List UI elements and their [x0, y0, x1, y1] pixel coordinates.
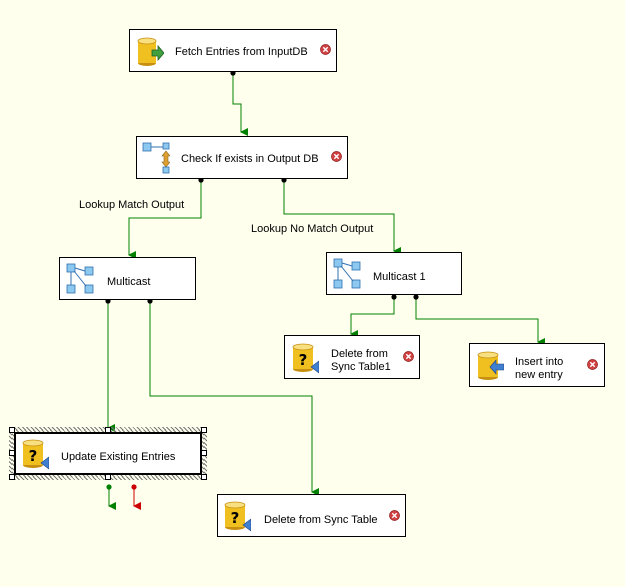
destination-database-icon — [477, 351, 504, 380]
lookup-no-match-output-label: Lookup No Match Output — [251, 223, 374, 235]
success-port[interactable] — [106, 484, 112, 490]
lookup-match-output-label: Lookup Match Output — [79, 199, 185, 211]
multicast-label: Multicast — [107, 276, 151, 288]
check-exists-label: Check If exists in Output DB — [181, 153, 319, 165]
source-database-icon — [137, 37, 164, 66]
error-icon — [331, 151, 342, 162]
multicast-1-label: Multicast 1 — [373, 271, 426, 283]
delete-sync-table-node[interactable]: ? Delete from Sync Table — [217, 494, 406, 537]
check-exists-lookup-node[interactable]: Check If exists in Output DB — [136, 136, 348, 179]
error-icon — [403, 351, 414, 362]
error-icon — [320, 44, 331, 55]
resize-handle[interactable] — [9, 427, 15, 433]
insert-new-entry-label-line2: new entry — [515, 369, 563, 381]
ole-db-command-icon: ? — [22, 439, 49, 470]
svg-text:?: ? — [231, 509, 240, 527]
lookup-transform-icon — [142, 142, 170, 174]
path-multicast1-to-delete-sync1[interactable] — [350, 298, 395, 338]
error-icon — [389, 510, 400, 521]
resize-handle[interactable] — [9, 474, 15, 480]
svg-text:?: ? — [29, 447, 38, 465]
delete-sync-table1-label-line2: Sync Table1 — [331, 361, 391, 373]
ole-db-command-icon: ? — [292, 343, 319, 374]
insert-new-entry-label-line1: Insert into — [515, 356, 564, 368]
fetch-entries-label: Fetch Entries from InputDB — [175, 46, 308, 58]
path-fetch-to-check[interactable] — [232, 73, 248, 136]
multicast-node[interactable]: Multicast — [59, 257, 196, 300]
delete-sync-table-label: Delete from Sync Table — [264, 514, 378, 526]
delete-sync-table1-node[interactable]: ? Delete from Sync Table1 — [284, 335, 420, 379]
insert-new-entry-node[interactable]: Insert into new entry — [469, 343, 605, 387]
update-existing-entries-node[interactable]: ? Update Existing Entries — [14, 432, 202, 475]
multicast-1-node[interactable]: Multicast 1 — [326, 252, 462, 295]
multicast-icon — [333, 258, 361, 289]
output-port[interactable] — [413, 294, 419, 300]
path-lookup-match[interactable] — [128, 181, 202, 259]
ole-db-command-icon: ? — [224, 501, 251, 532]
path-multicast1-to-insert[interactable] — [415, 298, 545, 346]
svg-text:?: ? — [299, 351, 308, 369]
path-multicast-to-delete-sync[interactable] — [149, 301, 319, 496]
error-icon — [587, 359, 598, 370]
output-port[interactable] — [391, 294, 397, 300]
path-lookup-no-match[interactable] — [283, 181, 401, 255]
multicast-icon — [66, 263, 94, 294]
resize-handle[interactable] — [201, 474, 207, 480]
fetch-entries-node[interactable]: Fetch Entries from InputDB — [129, 29, 337, 72]
delete-sync-table1-label-line1: Delete from — [331, 348, 388, 360]
resize-handle[interactable] — [201, 427, 207, 433]
update-existing-entries-label: Update Existing Entries — [61, 451, 176, 463]
error-port[interactable] — [131, 484, 137, 490]
